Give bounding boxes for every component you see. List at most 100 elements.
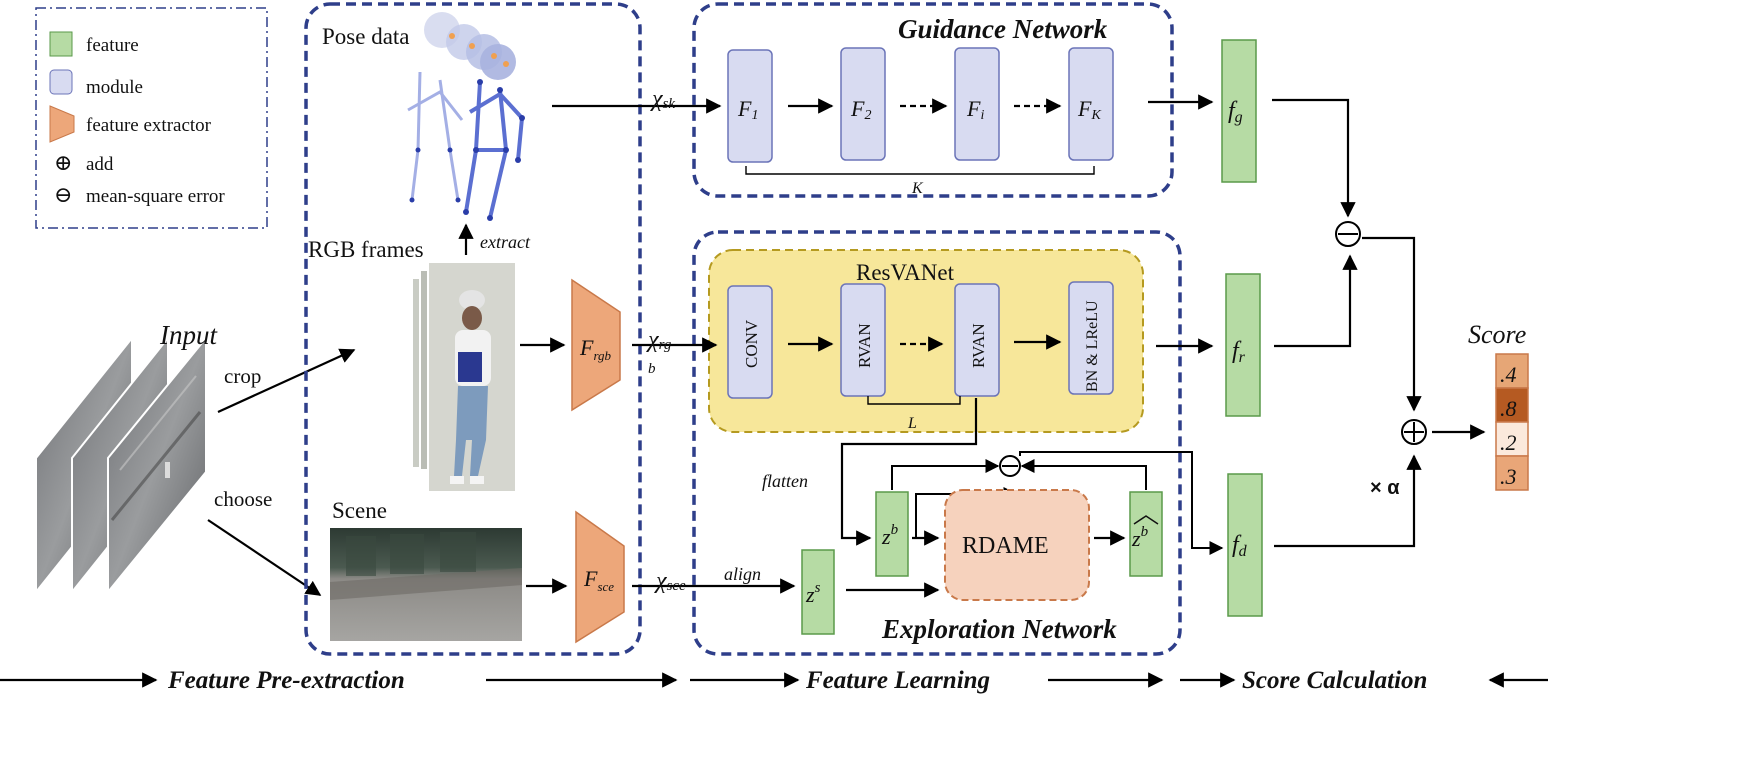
fk-sub: K [1090,108,1101,123]
rvan2-label: RVAN [969,323,988,368]
fr-sub: r [1239,349,1246,366]
exploration-title: Exploration Network [881,614,1117,644]
f1-label: F1 [737,96,758,123]
fd-sub: d [1239,543,1248,560]
guidance-module-fi [954,47,1000,161]
x-sce-label: χsce [654,568,686,594]
f-sce-label: Fsce [583,566,614,594]
align-label: align [724,564,761,584]
legend-feature-label: feature [86,35,139,56]
guidance-module-f1 [727,49,773,163]
fk-label: FK [1077,96,1101,123]
legend-module-label: module [86,77,143,98]
score-cell-4 [1495,455,1529,491]
scene-label: Scene [332,498,387,523]
f-sce-main: F [583,566,598,591]
l-label: L [907,415,917,432]
x-rgb-label: χrg [646,327,672,353]
zbhat-sup: b [1141,524,1149,540]
x-sk-main: χ [650,86,664,112]
zb-feature [875,491,909,577]
stage-calc-label: Score Calculation [1242,667,1427,694]
rdame-module [944,489,1090,601]
pose-data-label: Pose data [322,24,410,49]
rgb-extractor [571,278,621,412]
zs-main: z [805,582,815,607]
fi-sub: i [980,108,984,123]
k-bracket [745,166,1095,175]
hat-mark [1133,515,1159,525]
fg-feature [1221,39,1257,183]
alpha-label: × α [1370,477,1400,499]
f-rgb-main: F [579,335,594,360]
rvan-module-2 [954,283,1000,397]
stage-preextraction-label: Feature Pre-extraction [167,667,405,694]
mse-icon: ⊖ [54,182,72,207]
extractor-swatch [49,105,75,143]
score-value-4: .3 [1500,464,1517,489]
crop-label: crop [224,364,261,388]
extract-label: extract [480,232,531,252]
guidance-module-fk [1068,47,1114,161]
framework-diagram: feature module feature extractor ⊕ add ⊖… [0,2,1548,694]
input-title: Input [159,320,218,350]
fg-main: f [1228,98,1238,124]
scene-extractor [575,510,625,644]
zs-sup: s [815,580,821,596]
f2-main: F [850,96,865,121]
zb-main: z [881,524,891,549]
flatten-arrow [840,398,978,546]
bn-lrelu-label: BN & LReLU [1084,300,1101,392]
legend-mse-label: mean-square error [86,186,225,207]
score-cell-1 [1495,353,1529,389]
zbhat-label: zb [1131,524,1149,551]
x-sk-label: χsk [650,86,675,112]
f-rgb-label: Frgb [579,335,612,363]
zbhat-main: z [1131,526,1141,551]
rvan-module-1 [840,283,886,397]
pose-skeleton-graphic [407,12,525,221]
choose-arrow [207,519,322,596]
fd-label: fd [1232,532,1248,560]
guidance-module-f2 [840,47,886,161]
exploration-network-box [692,230,1182,656]
rvan1-label: RVAN [855,323,874,368]
fr-feature [1225,273,1261,417]
rdame-label: RDAME [962,533,1049,559]
stage-learning-label: Feature Learning [805,667,990,694]
fr-to-mse-arrow [1274,254,1358,348]
conv-label: CONV [742,319,761,368]
score-title: Score [1468,320,1526,349]
add-icon: ⊕ [54,150,72,175]
score-value-2: .8 [1500,396,1517,421]
fr-main: f [1232,338,1242,364]
module-swatch [49,69,73,95]
fd-feature [1227,473,1263,617]
guidance-title: Guidance Network [898,14,1108,44]
mse-to-add-arrow [1362,236,1422,412]
zbhat-feature [1129,491,1163,577]
x-sce-sub: sce [667,578,686,594]
legend-border [35,7,268,229]
score-column: .4 .8 .2 .3 [1495,353,1529,491]
bn-lrelu-module [1068,281,1114,395]
score-cell-3 [1495,421,1529,457]
f1-main: F [737,96,752,121]
crop-arrow [217,348,356,414]
flatten-label: flatten [762,471,808,491]
fd-to-add-arrow [1274,454,1422,548]
guidance-network-box [692,2,1174,198]
score-value-1: .4 [1500,362,1517,387]
zb-label: zb [881,522,899,549]
scene-image [330,528,522,641]
mse-to-fd-arrow [1019,451,1224,555]
f1-sub: 1 [751,108,758,123]
preextraction-box [304,2,642,656]
choose-label: choose [214,487,272,511]
fi-label: Fi [966,96,984,123]
fi-main: F [966,96,981,121]
fg-sub: g [1235,109,1243,126]
zb-sup: b [891,522,899,538]
zbhat-to-mse-arrow [1020,459,1147,490]
x-rgb-sub: rg [659,337,672,353]
